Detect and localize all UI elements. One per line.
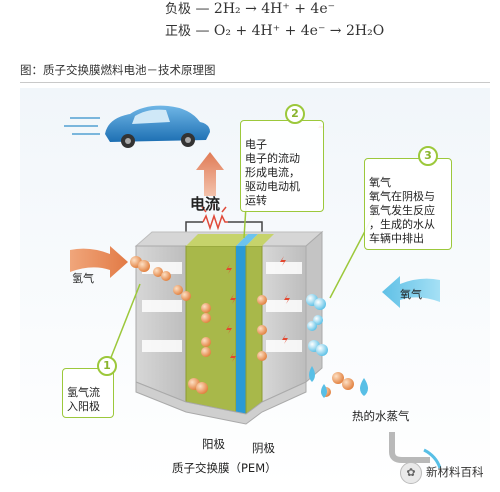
circuit-wires xyxy=(185,213,263,236)
exhaust-pipe xyxy=(389,432,442,469)
anode-equation-formula: — 2H₂ → 4H⁺ + 4e⁻ xyxy=(195,1,335,17)
figure-title: 图：质子交换膜燃料电池－技术原理图 xyxy=(20,63,216,77)
figure-title-bar: 图：质子交换膜燃料电池－技术原理图 xyxy=(20,62,490,83)
car-icon xyxy=(105,105,210,148)
current-arrow xyxy=(196,152,224,196)
callout-hydrogen-text: 氢气流 入阳极 xyxy=(67,386,100,413)
anode-equation-label: 负极 xyxy=(165,2,192,17)
anode-label: 阳极 xyxy=(202,437,225,451)
callout-electrons: 电子 电子的流动 形成电流， 驱动电动机 运转 xyxy=(240,120,324,212)
watermark-text: 新材料百科 xyxy=(426,465,484,479)
callout-electrons-text: 电子 电子的流动 形成电流， 驱动电动机 运转 xyxy=(245,138,300,207)
callout-electrons-badge: 2 xyxy=(285,104,305,124)
cathode-label: 阴极 xyxy=(252,441,275,455)
hydrogen-molecules xyxy=(130,256,354,397)
callout-oxygen-text: 氧气 氧气在阴极与 氢气发生反应 ，生成的水从 车辆中排出 xyxy=(369,176,435,245)
pem-label: 质子交换膜（PEM） xyxy=(172,461,277,475)
anode-layer-top xyxy=(186,234,248,246)
hydrogen-label: 氢气 xyxy=(72,272,94,285)
cathode-equation: 正极 — O₂ + 4H⁺ + 4e⁻ → 2H₂O xyxy=(165,20,384,39)
oxygen-inlet-arrow xyxy=(382,276,440,308)
title-divider xyxy=(20,82,490,83)
callout-hydrogen: 氢气流 入阳极 xyxy=(62,368,114,418)
callout-hydrogen-badge: 1 xyxy=(97,356,117,376)
pem-layer xyxy=(236,246,246,414)
callout-oxygen-badge: 3 xyxy=(418,146,438,166)
hydrogen-inlet-arrow xyxy=(70,246,128,278)
cathode-equation-formula: — O₂ + 4H⁺ + 4e⁻ → 2H₂O xyxy=(195,23,385,39)
callout-oxygen: 氧气 氧气在阴极与 氢气发生反应 ，生成的水从 车辆中排出 xyxy=(364,158,452,250)
oxygen-label: 氧气 xyxy=(400,288,422,301)
current-label: 电流 xyxy=(190,195,221,213)
cathode-equation-label: 正极 xyxy=(165,24,192,39)
resistor-spark xyxy=(201,204,227,213)
steam-label: 热的水蒸气 xyxy=(352,409,410,423)
cell-bottom-face xyxy=(135,381,307,425)
cathode-layer-top xyxy=(246,234,274,246)
speed-lines xyxy=(64,117,100,135)
pem-layer-top xyxy=(236,234,258,246)
watermark-logo-icon: ✿ xyxy=(400,462,422,484)
water-droplets xyxy=(309,366,368,398)
flow-channels xyxy=(142,262,302,352)
anode-equation: 负极 — 2H₂ → 4H⁺ + 4e⁻ xyxy=(165,0,335,17)
